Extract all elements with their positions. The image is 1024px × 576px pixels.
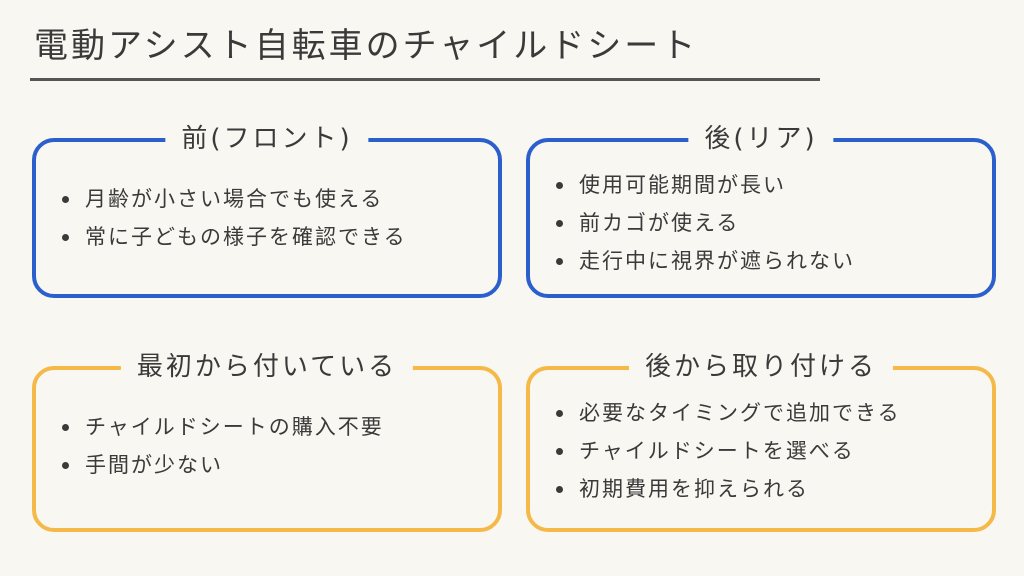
list-item: 初期費用を抑えられる: [556, 470, 901, 508]
card-rear-list: 使用可能期間が長い 前カゴが使える 走行中に視界が遮られない: [556, 166, 855, 280]
page-title: 電動アシスト自転車のチャイルドシート: [34, 26, 699, 66]
list-item-text: 常に子どもの様子を確認できる: [85, 225, 407, 249]
list-item-text: 初期費用を抑えられる: [579, 477, 809, 501]
bullet-icon: [556, 447, 563, 455]
bullet-icon: [62, 195, 69, 203]
list-item-text: 走行中に視界が遮られない: [579, 249, 855, 273]
list-item: 常に子どもの様子を確認できる: [62, 218, 407, 256]
card-front: 前(フロント) 月齢が小さい場合でも使える 常に子どもの様子を確認できる: [32, 119, 502, 298]
bullet-icon: [62, 233, 69, 241]
bullet-icon: [556, 409, 563, 417]
card-builtin: 最初から付いている チャイルドシートの購入不要 手間が少ない: [32, 347, 502, 532]
list-item: 手間が少ない: [62, 446, 384, 484]
card-front-list: 月齢が小さい場合でも使える 常に子どもの様子を確認できる: [62, 180, 407, 256]
title-underline: [30, 78, 820, 81]
card-retrofit-list: 必要なタイミングで追加できる チャイルドシートを選べる 初期費用を抑えられる: [556, 394, 901, 508]
list-item: 前カゴが使える: [556, 204, 855, 242]
bullet-icon: [62, 423, 69, 431]
list-item-text: チャイルドシートを選べる: [579, 439, 855, 463]
list-item: 月齢が小さい場合でも使える: [62, 180, 407, 218]
card-rear: 後(リア) 使用可能期間が長い 前カゴが使える 走行中に視界が遮られない: [526, 119, 996, 298]
card-rear-label: 後(リア): [688, 119, 834, 159]
list-item-text: チャイルドシートの購入不要: [85, 415, 384, 439]
list-item-text: 必要なタイミングで追加できる: [579, 401, 901, 425]
card-builtin-list: チャイルドシートの購入不要 手間が少ない: [62, 408, 384, 484]
list-item: 使用可能期間が長い: [556, 166, 855, 204]
list-item: 必要なタイミングで追加できる: [556, 394, 901, 432]
card-front-label: 前(フロント): [165, 119, 369, 159]
bullet-icon: [556, 181, 563, 189]
list-item-text: 前カゴが使える: [579, 211, 740, 235]
list-item: チャイルドシートの購入不要: [62, 408, 384, 446]
list-item-text: 月齢が小さい場合でも使える: [85, 187, 384, 211]
list-item: 走行中に視界が遮られない: [556, 242, 855, 280]
list-item-text: 手間が少ない: [85, 453, 223, 477]
list-item: チャイルドシートを選べる: [556, 432, 901, 470]
card-retrofit: 後から取り付ける 必要なタイミングで追加できる チャイルドシートを選べる 初期費…: [526, 347, 996, 532]
bullet-icon: [556, 485, 563, 493]
list-item-text: 使用可能期間が長い: [579, 173, 786, 197]
bullet-icon: [62, 461, 69, 469]
card-retrofit-label: 後から取り付ける: [628, 347, 894, 387]
bullet-icon: [556, 219, 563, 227]
card-builtin-label: 最初から付いている: [120, 347, 414, 387]
bullet-icon: [556, 257, 563, 265]
